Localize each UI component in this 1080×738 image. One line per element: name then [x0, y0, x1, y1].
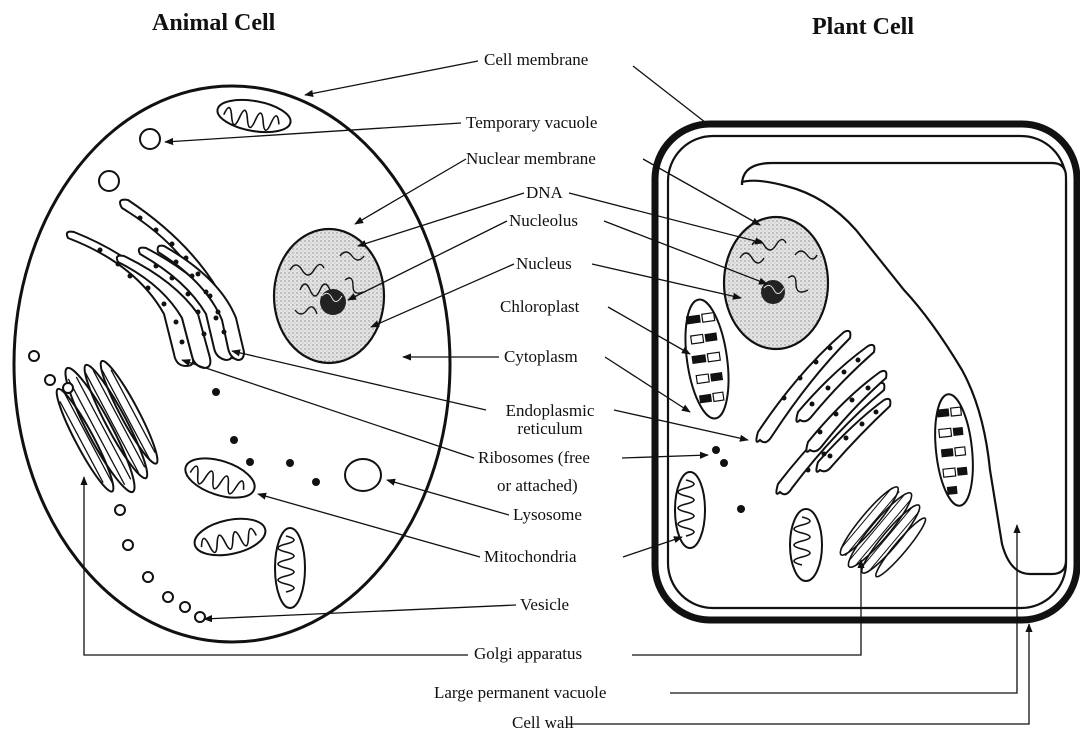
plant-mitochondrion-2 [790, 509, 822, 581]
plant-golgi [832, 479, 936, 588]
plant-endoplasmic-reticulum [756, 331, 890, 494]
temporary-vacuole-2 [99, 171, 119, 191]
animal-nucleolus [320, 289, 346, 315]
plant-cell [655, 124, 1077, 620]
animal-vesicles [29, 351, 205, 622]
animal-mitochondrion-top [215, 95, 293, 137]
animal-endoplasmic-reticulum [67, 200, 244, 368]
leader-lines [84, 61, 1029, 724]
animal-mitochondrion-3 [275, 528, 305, 608]
animal-golgi [43, 348, 171, 504]
lysosome [345, 459, 381, 491]
temporary-vacuole [140, 129, 160, 149]
plant-chloroplast-2 [930, 392, 978, 507]
animal-nucleus [274, 229, 384, 363]
plant-free-ribosomes [712, 446, 745, 513]
animal-cell-membrane [14, 86, 450, 642]
animal-mitochondrion-2 [191, 513, 268, 561]
plant-chloroplast-1 [679, 297, 735, 421]
plant-mitochondrion-1 [675, 472, 705, 548]
animal-cell [14, 86, 450, 642]
